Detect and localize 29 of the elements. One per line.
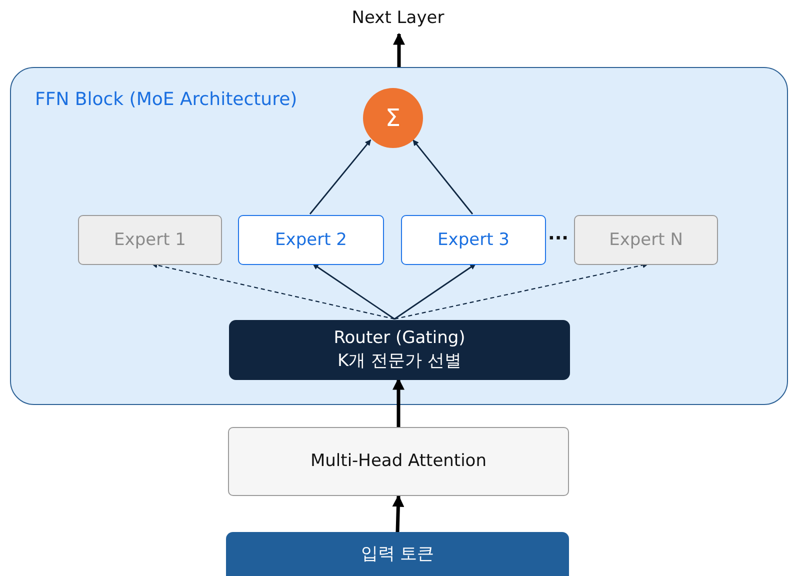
box-label: 입력 토큰 <box>360 542 434 566</box>
router-title: Router (Gating) <box>334 327 466 350</box>
router-box <box>229 320 570 380</box>
inactive-expert-box <box>574 215 718 265</box>
arrow <box>309 139 372 214</box>
active-expert-box <box>401 215 546 265</box>
box-label: Multi-Head Attention <box>310 450 486 473</box>
dashed-arrow <box>151 262 395 320</box>
arrow <box>312 263 395 320</box>
box-label: Expert 3 <box>438 228 510 252</box>
dashed-arrow <box>394 262 649 320</box>
ellipsis: ··· <box>548 227 569 251</box>
arrow <box>392 378 404 427</box>
arrow <box>392 494 404 532</box>
active-expert-box <box>238 215 384 265</box>
sigma-symbol: Σ <box>385 102 401 134</box>
input-token-box <box>226 532 569 576</box>
attention-box <box>228 427 569 496</box>
moe-block-panel <box>10 67 788 405</box>
router-subtitle: K개 전문가 선별 <box>338 350 462 373</box>
layer-label: Next Layer <box>352 6 444 30</box>
arrow <box>394 263 476 320</box>
box-label: Expert 2 <box>275 228 347 252</box>
inactive-expert-box <box>78 215 222 265</box>
box-label: Expert 1 <box>114 228 186 252</box>
box-label: Expert N <box>609 228 683 252</box>
arrow <box>393 32 405 67</box>
arrow <box>412 140 474 214</box>
block-title: FFN Block (MoE Architecture) <box>35 88 298 112</box>
